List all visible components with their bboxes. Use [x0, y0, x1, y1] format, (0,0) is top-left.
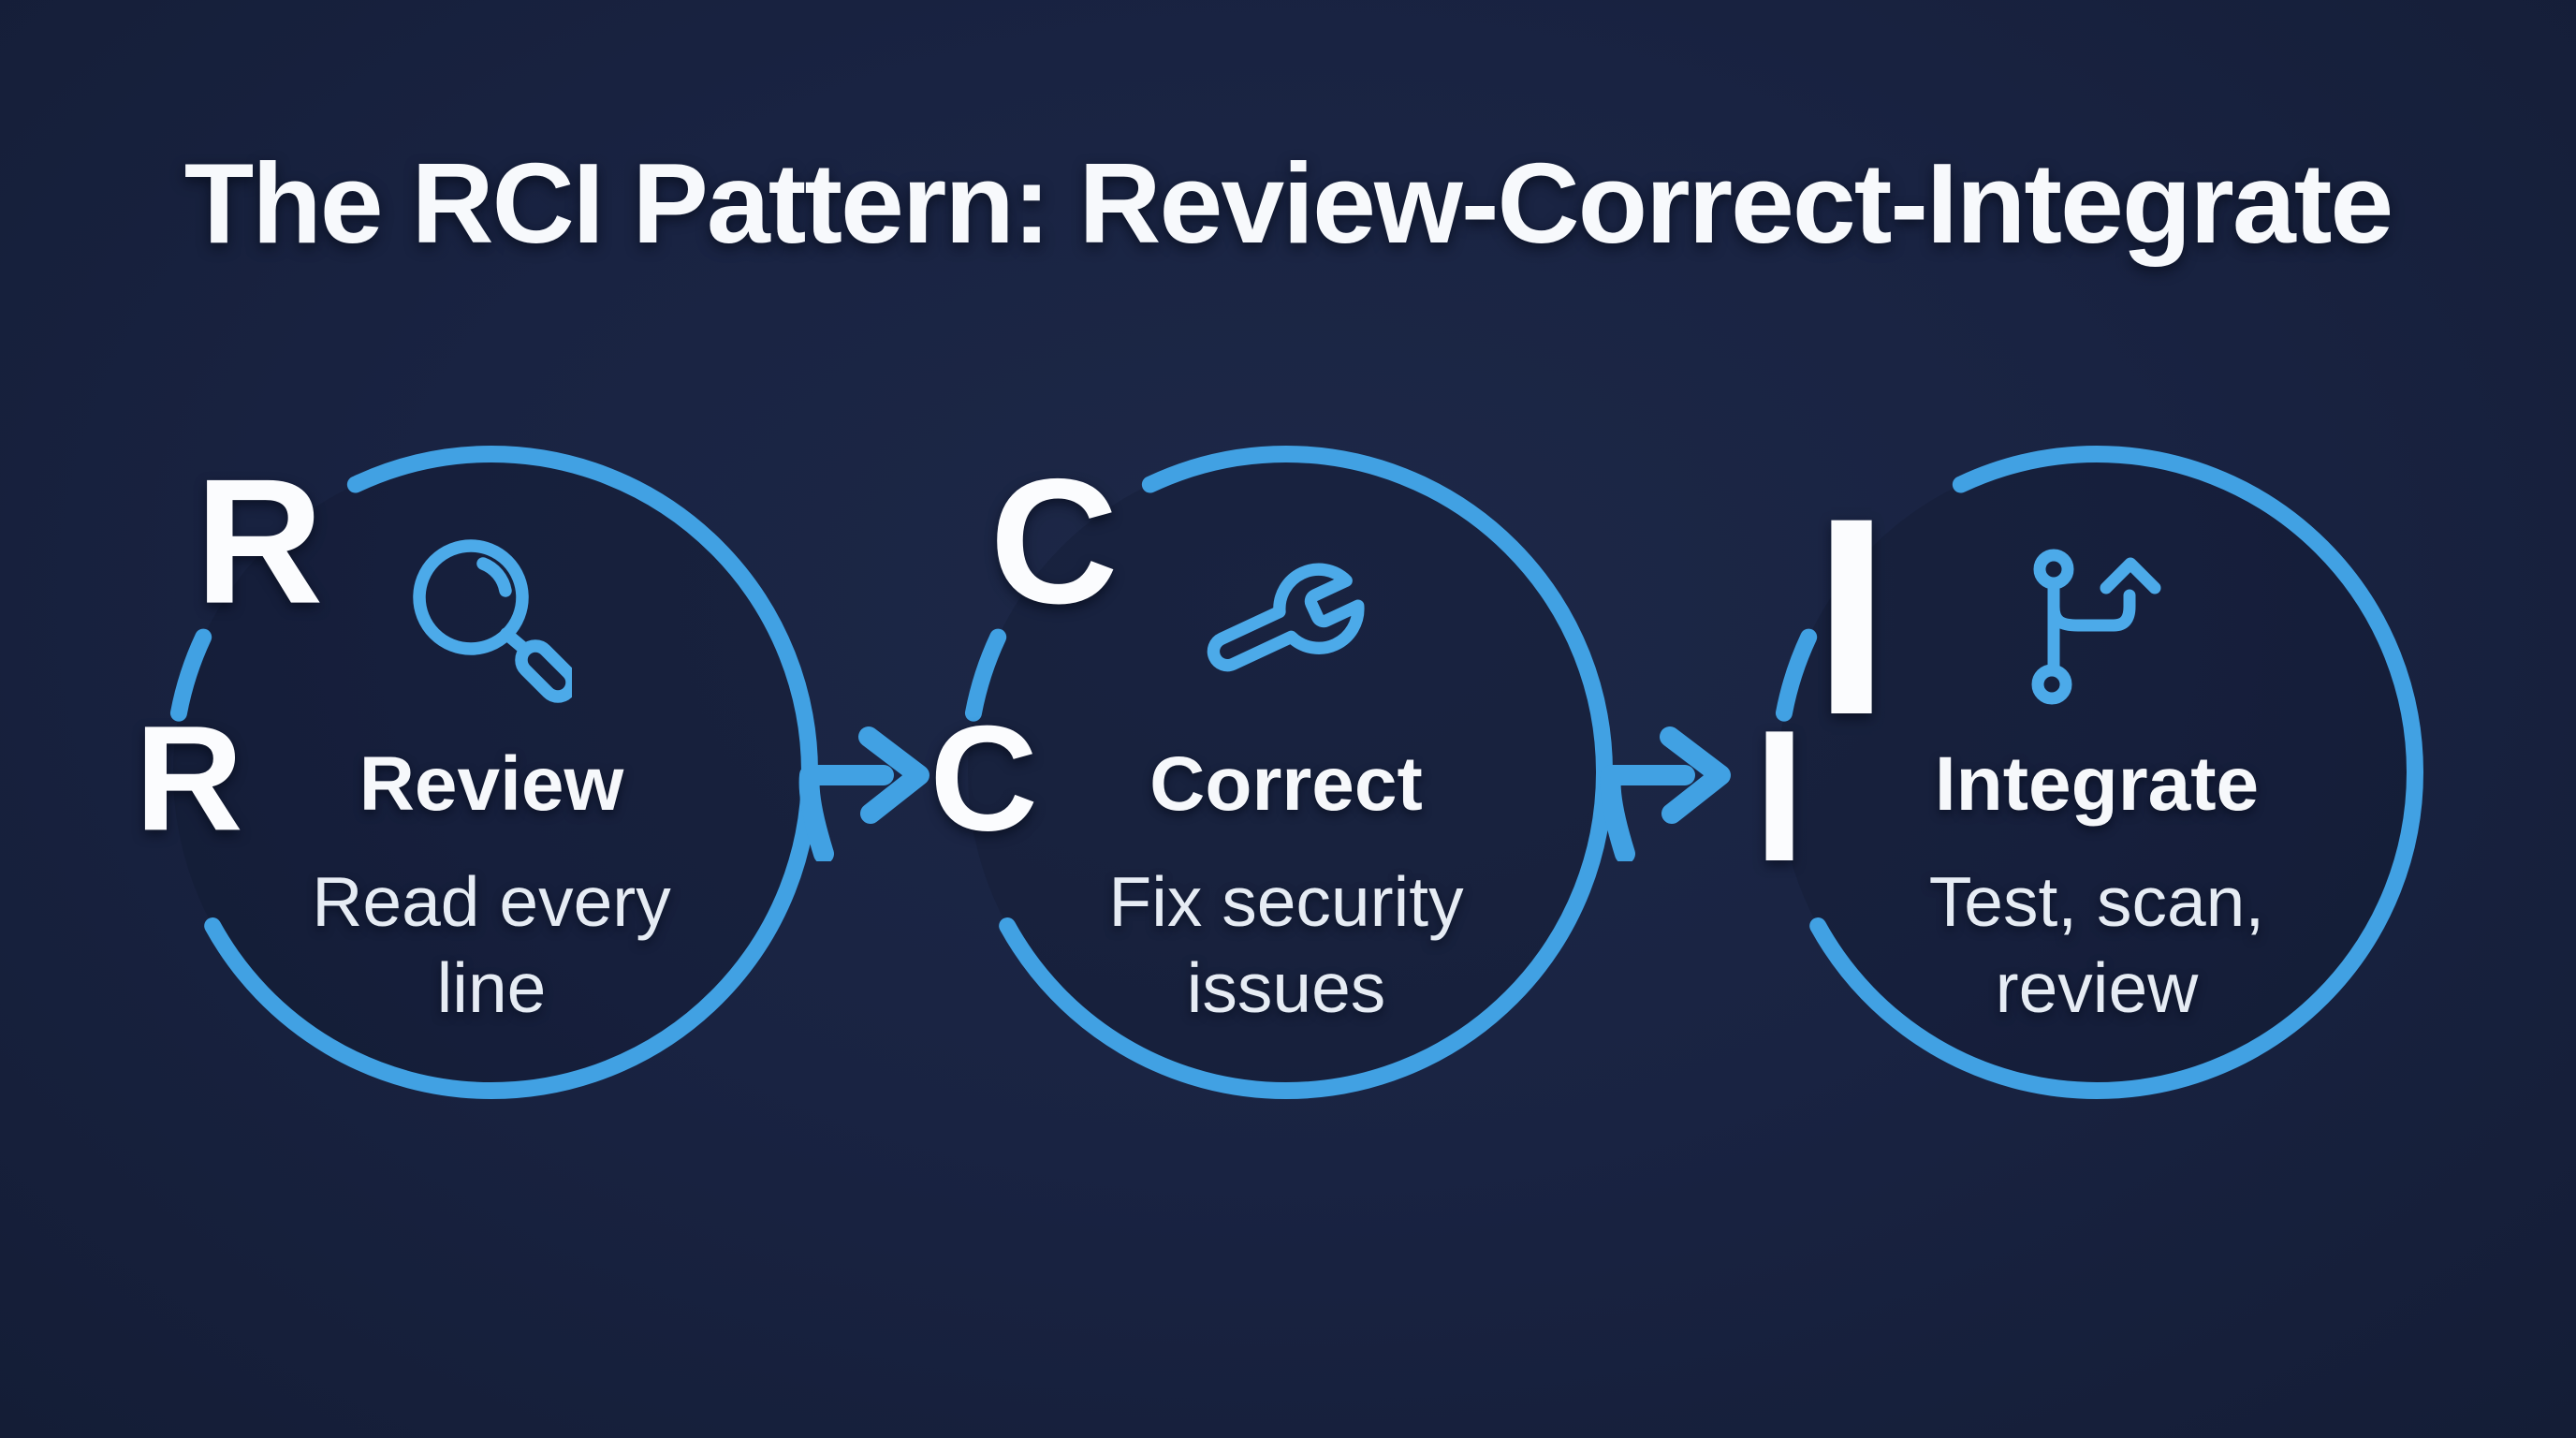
wrench-icon — [1206, 545, 1365, 709]
integrate-title: Integrate — [1934, 741, 2260, 827]
arrow-correct-to-integrate-icon — [1600, 726, 1731, 861]
integrate-letter-mid: I — [1753, 692, 1806, 901]
review-letter-top: R — [195, 442, 324, 641]
correct-title: Correct — [1149, 741, 1423, 827]
station-integrate: I I Integrate Test, scan, review — [1741, 351, 2452, 1222]
correct-letter-top: C — [989, 442, 1119, 641]
git-branch-icon — [2022, 541, 2162, 714]
integrate-ring — [1770, 446, 2423, 1099]
integrate-letter-top: I — [1812, 459, 1891, 773]
magnifier-icon — [413, 539, 578, 708]
station-correct: C C Correct Fix security issues — [929, 351, 1642, 1222]
diagram-title: The RCI Pattern: Review-Correct-Integrat… — [183, 139, 2393, 267]
review-subtitle: Read every line — [312, 862, 671, 1027]
station-review: R R Review Read every line — [135, 351, 847, 1222]
arrow-review-to-correct-icon — [798, 726, 929, 861]
review-title: Review — [359, 741, 624, 827]
integrate-subtitle: Test, scan, review — [1928, 862, 2265, 1027]
review-letter-mid: R — [135, 694, 243, 862]
correct-letter-mid: C — [929, 694, 1038, 862]
correct-subtitle: Fix security issues — [1108, 862, 1464, 1027]
